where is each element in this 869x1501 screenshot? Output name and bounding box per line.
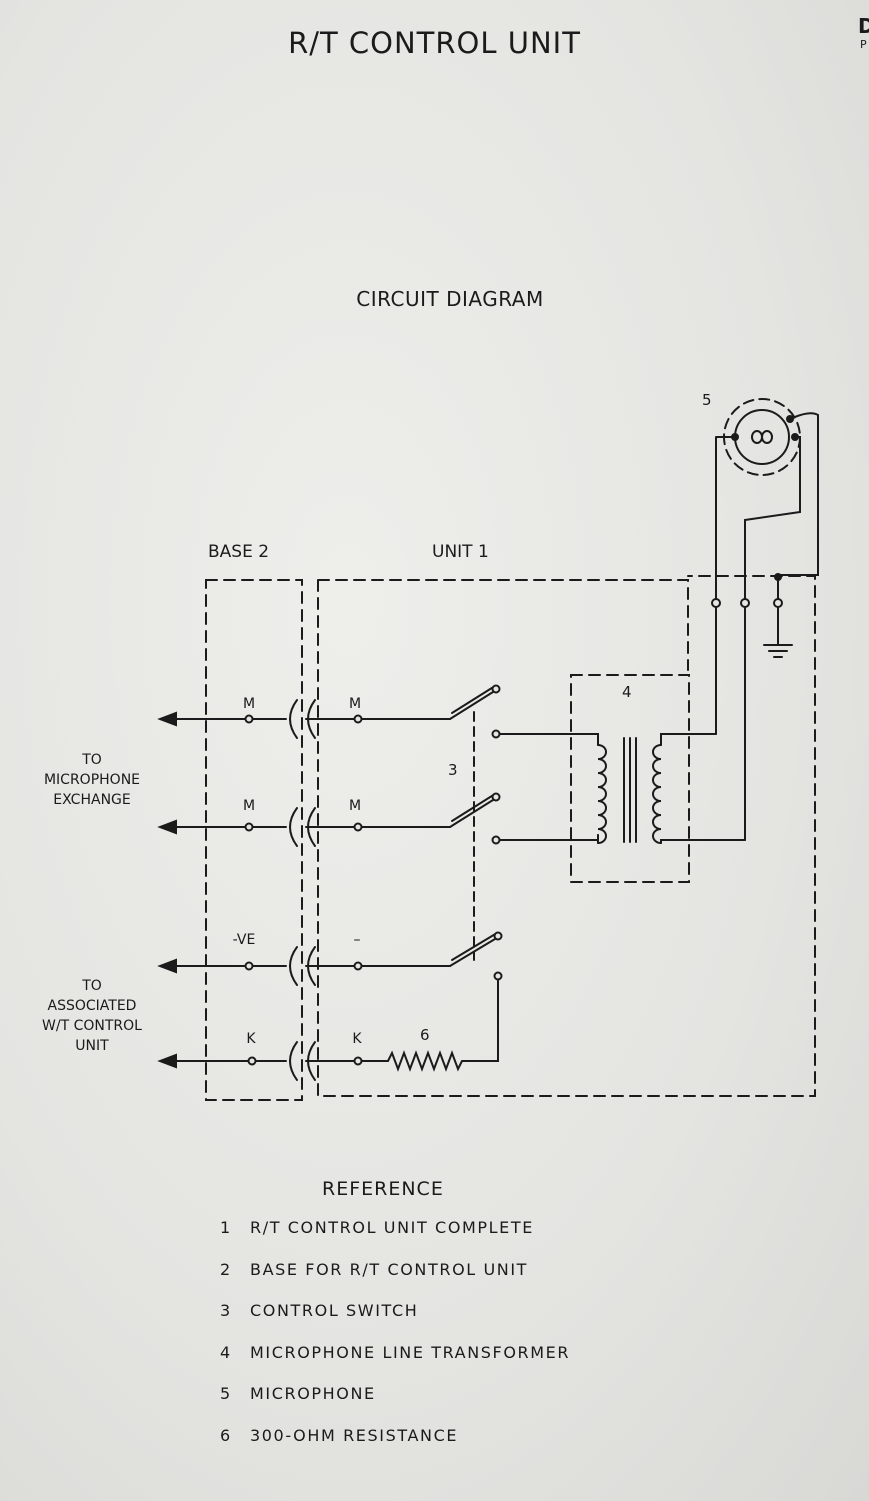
base-box (205, 579, 303, 1101)
base-label: BASE 2 (208, 542, 269, 562)
output-arrows (157, 711, 250, 1069)
terminal-labels: M M -VE K M M – K (233, 696, 363, 1047)
terminal-label-unit-m2: M (349, 798, 361, 814)
svg-text:W/T CONTROL: W/T CONTROL (42, 1018, 142, 1034)
svg-text:MICROPHONE: MICROPHONE (44, 772, 140, 788)
side-label-exchange: TO MICROPHONE EXCHANGE (44, 752, 140, 808)
resistor (361, 979, 499, 1072)
plug-socket-connectors (244, 699, 363, 1081)
component-number-resistor: 6 (420, 1026, 430, 1044)
component-numbers: 3 4 5 6 (420, 391, 712, 1044)
terminal-label-base-ve: -VE (233, 932, 256, 948)
transformer (499, 733, 746, 844)
svg-text:TO: TO (81, 752, 102, 768)
terminal-label-base-m2: M (243, 798, 255, 814)
reference-title: REFERENCE (322, 1178, 444, 1200)
svg-text:EXCHANGE: EXCHANGE (53, 792, 130, 808)
svg-text:TO: TO (81, 978, 102, 994)
terminal-label-base-k: K (246, 1031, 256, 1047)
svg-text:UNIT: UNIT (75, 1038, 109, 1054)
terminal-label-unit-k: K (352, 1031, 362, 1047)
microphone (711, 398, 819, 841)
page-title: R/T CONTROL UNIT (288, 26, 581, 60)
unit-label: UNIT 1 (432, 542, 489, 562)
earth-ground-icon (763, 644, 793, 658)
corner-small-text: P (860, 38, 867, 51)
component-number-microphone: 5 (702, 391, 712, 409)
control-switch (361, 684, 503, 981)
side-label-associated: TO ASSOCIATED W/T CONTROL UNIT (42, 978, 142, 1054)
diagram-title: CIRCUIT DIAGRAM (356, 287, 544, 311)
component-number-switch: 3 (448, 761, 458, 779)
component-number-transformer: 4 (622, 683, 632, 701)
transformer-box (570, 674, 690, 883)
corner-letter: D (858, 14, 869, 38)
terminal-label-unit-m1: M (349, 696, 361, 712)
terminal-label-unit-neg: – (354, 932, 361, 948)
unit-box (317, 575, 816, 1097)
terminal-label-base-m1: M (243, 696, 255, 712)
svg-text:ASSOCIATED: ASSOCIATED (48, 998, 137, 1014)
